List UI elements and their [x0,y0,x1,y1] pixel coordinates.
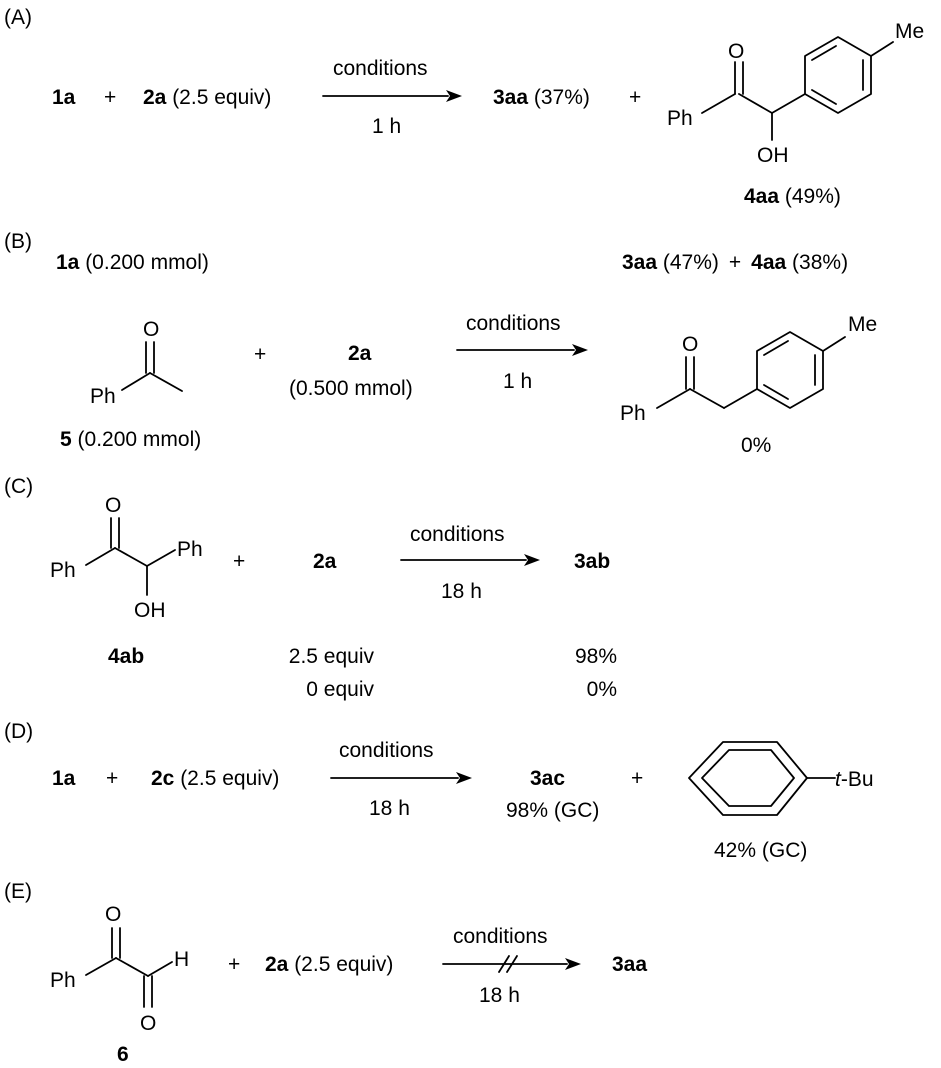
panel-e-top-o: O [105,903,121,926]
panel-c-o-label: O [105,494,121,517]
panel-d-arrow [330,772,472,784]
panel-e-product: 3aa [612,953,647,976]
panel-c-row-2-yield: 0% [587,678,617,701]
panel-e-plus: + [228,953,240,976]
panel-a-arrow-bottom: 1 h [372,115,401,138]
panel-c-oh-label: OH [134,599,166,622]
panel-d-reactant-1: 1a [52,767,76,790]
panel-b-plus: + [254,343,266,366]
panel-a-product-2: 4aa (49%) [744,185,841,208]
panel-e-label: (E) [4,880,32,903]
panel-c-reactant-2: 2a [313,550,337,573]
panel-d-plus-2: + [631,767,643,790]
panel-c-product: 3ab [574,550,610,573]
panel-c-row-1-equiv: 2.5 equiv [289,645,375,668]
panel-b-reactant-ph: Ph [90,385,116,408]
panel-b-reactant-2: 2a [348,342,372,365]
panel-b-reactant-2-amount: (0.500 mmol) [289,377,413,400]
panel-c-arrow [400,554,540,566]
panel-d-plus-1: + [106,767,118,790]
panel-e-arrow-bottom: 18 h [479,984,520,1007]
panel-b: (B) 1a (0.200 mmol) 3aa (47%)+4aa (38%) … [4,230,877,457]
panel-e-blocked-arrow [442,955,581,973]
panel-b-product-me: Me [848,313,877,336]
panel-c-row-2-equiv: 0 equiv [306,678,374,701]
panel-a-structure-4aa: O Ph OH Me [667,20,924,167]
panel-a-oh-label: OH [757,144,789,167]
panel-d-structure-tbu-benzene: t-Bu [688,741,874,816]
panel-a-arrow-top: conditions [333,57,428,80]
panel-c-ph-right-label: Ph [177,538,203,561]
panel-e-reactant-1: 6 [117,1043,129,1066]
panel-e-bottom-o: O [140,1012,156,1035]
panel-d-product-1: 3ac [530,767,565,790]
panel-c-arrow-bottom: 18 h [441,580,482,603]
panel-a-arrow [322,90,462,102]
panel-b-reactant-1: 5 (0.200 mmol) [60,428,201,451]
panel-d-tbu-label: t-Bu [835,768,874,791]
panel-a-plus-1: + [104,86,116,109]
panel-c-row-1-yield: 98% [575,645,617,668]
panel-c-plus: + [233,550,245,573]
panel-d: (D) 1a + 2c (2.5 equiv) conditions 18 h … [4,720,874,862]
panel-d-product-1-yield: 98% (GC) [506,799,599,822]
panel-b-reference-products: 3aa (47%)+4aa (38%) [622,251,848,274]
panel-e-h-label: H [174,948,189,971]
panel-a: (A) 1a + 2a (2.5 equiv) conditions 1 h 3… [4,6,924,208]
panel-a-reactant-2: 2a (2.5 equiv) [143,86,271,109]
panel-a-ph-label: Ph [667,107,693,130]
panel-e: (E) O Ph H O 6 + 2a (2.5 equiv) conditio… [4,880,647,1066]
panel-e-arrow-top: conditions [453,925,548,948]
panel-a-product-1: 3aa (37%) [493,86,590,109]
panel-a-carbonyl-o: O [728,40,744,63]
panel-b-product-yield: 0% [741,434,771,457]
panel-c-ph-left-label: Ph [50,559,76,582]
panel-d-label: (D) [4,720,33,743]
panel-d-arrow-bottom: 18 h [369,797,410,820]
panel-c-reactant-1: 4ab [108,645,144,668]
panel-a-label: (A) [4,6,32,29]
panel-b-label: (B) [4,230,32,253]
panel-b-reference-reactant: 1a (0.200 mmol) [56,251,209,274]
panel-b-arrow-top: conditions [466,312,561,335]
panel-d-arrow-top: conditions [339,739,434,762]
panel-b-arrow [456,344,588,356]
panel-d-reactant-2: 2c (2.5 equiv) [151,767,279,790]
panel-a-me-label: Me [895,20,924,43]
panel-a-plus-2: + [629,86,641,109]
panel-b-arrow-bottom: 1 h [503,370,532,393]
panel-b-structure-product: O Ph Me [620,313,877,425]
panel-b-product-o: O [682,333,698,356]
panel-b-product-ph: Ph [620,402,646,425]
panel-c-structure-4ab: O Ph Ph OH [50,494,203,622]
panel-e-ph-label: Ph [50,969,76,992]
panel-c: (C) O Ph Ph OH 4ab + 2a conditions 18 h … [4,475,617,701]
panel-c-label: (C) [4,475,33,498]
panel-a-reactant-1: 1a [52,86,76,109]
panel-c-arrow-top: conditions [410,523,505,546]
panel-e-reactant-2: 2a (2.5 equiv) [265,953,393,976]
panel-b-structure-5: O Ph [90,318,183,408]
panel-e-structure-6: O Ph H O [50,903,189,1035]
panel-b-reactant-o: O [143,318,159,341]
panel-d-product-2-yield: 42% (GC) [714,839,807,862]
